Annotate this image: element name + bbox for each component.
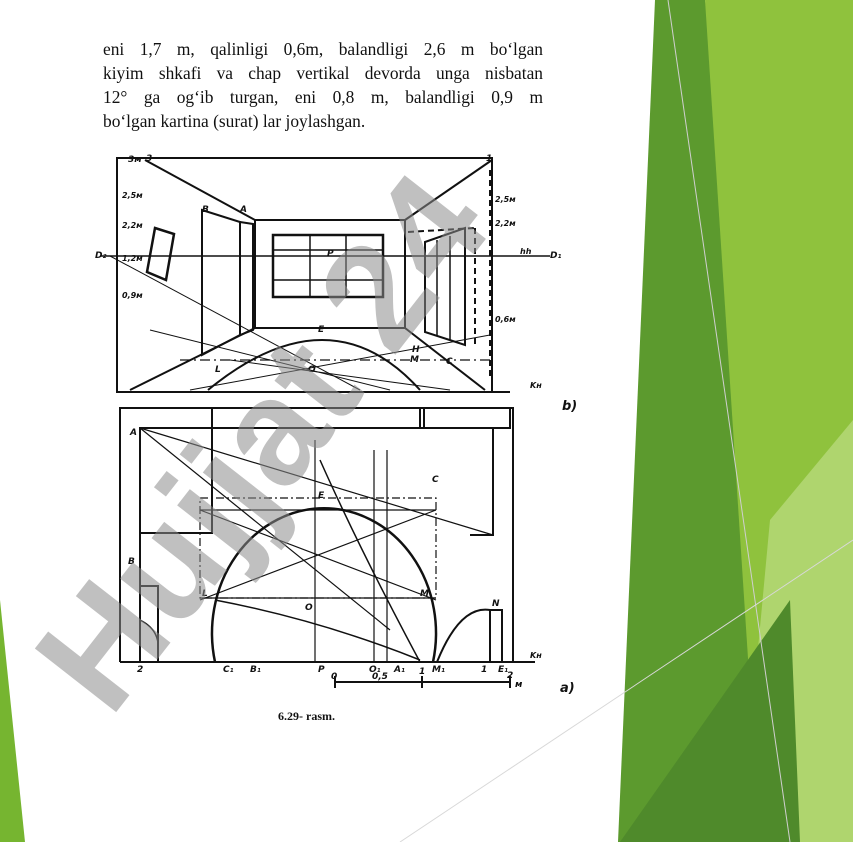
room-frame [116,157,493,393]
corner-line-tr [404,159,493,221]
thin-line-1 [667,0,791,842]
label-L-upper: L [215,365,221,375]
label-O-upper: O [308,365,316,375]
label-A1: A₁ [393,665,405,675]
label-D1: D₁ [550,251,561,261]
plan-wardrobe-left [139,427,213,534]
corner-line-tl [144,159,256,221]
perspective-drawing-figure: 3м 3 1 2,5м 2,2м D₂ 1,2м 0,9м B A P 2,5м… [95,154,577,696]
scale-half: 0,5 [372,672,388,682]
label-E1: E₁ [498,665,508,675]
label-H-upper: H [412,345,420,355]
thin-line-2 [399,539,853,842]
corner-line-br [404,327,486,391]
scale-m: м [515,680,523,690]
green-triangle-bottom [620,600,800,842]
paragraph-line-4: bo‘lgan kartina (surat) lar joylashgan. [103,111,366,131]
label-h25-left: 2,5м [122,191,143,200]
label-M: M [420,589,429,599]
label-M-upper: M [410,355,419,365]
label-B: B [128,557,135,567]
label-E-upper: E [318,325,325,335]
back-wall [254,219,406,329]
label-n1: 1 [481,665,487,675]
floor-arc [207,339,421,391]
window [271,233,385,299]
label-N: N [492,599,500,609]
label-E: E [318,491,325,501]
scale-two: 2 [507,671,513,681]
label-h25-right: 2,5м [495,195,516,204]
label-P-bottom: P [318,665,325,675]
plan-dashed-frame [199,497,437,599]
label-h12: 1,2м [122,254,143,263]
label-h22-right: 2,2м [495,219,516,228]
green-triangle-left [0,600,25,842]
label-O1: O₁ [369,665,381,675]
label-B-upper: B [202,205,209,215]
paragraph-line-3: 12° ga og‘ib turgan, eni 0,8 m, balandli… [103,87,543,107]
panel-b-label: b) [562,399,577,414]
label-h22: 2,2м [122,221,143,230]
label-n3: 3 [146,154,152,164]
label-L: L [202,589,208,599]
label-D2: D₂ [95,251,106,261]
label-Kn: Kн [530,651,542,660]
label-hh: hh [520,247,532,256]
label-h09: 0,9м [122,291,143,300]
label-n1: 1 [486,154,492,164]
body-paragraph: eni 1,7 m, qalinligi 0,6m, balandligi 2,… [103,37,543,133]
label-h06: 0,6м [495,315,516,324]
label-C-upper: C [446,357,453,367]
label-P: P [327,249,334,259]
label-O: O [305,603,313,613]
label-h3m: 3м [128,155,142,165]
right-wardrobe [424,226,466,347]
scale-one: 1 [419,667,425,677]
label-A: A [129,428,137,438]
paragraph-line-1: eni 1,7 m, qalinligi 0,6m, balandligi 2,… [103,39,543,59]
figure-caption: 6.29- rasm. [278,709,335,723]
plan-inner-wall [139,427,494,662]
left-wardrobe [201,208,241,357]
label-Kn-b: Kн [530,381,542,390]
label-C1: C₁ [223,665,234,675]
label-A-upper: A [239,205,247,215]
label-C: C [432,475,439,485]
paragraph-line-2: kiyim shkafi va chap vertikal devorda un… [103,63,543,83]
label-B1: B₁ [250,665,261,675]
label-M1: M₁ [432,665,445,675]
panel-a-label: a) [560,681,575,696]
plan-semicircle [210,507,438,663]
left-picture [145,226,176,282]
plan-wardrobe-top [211,407,425,429]
scale-zero: 0 [331,672,337,682]
label-n2: 2 [137,665,143,675]
